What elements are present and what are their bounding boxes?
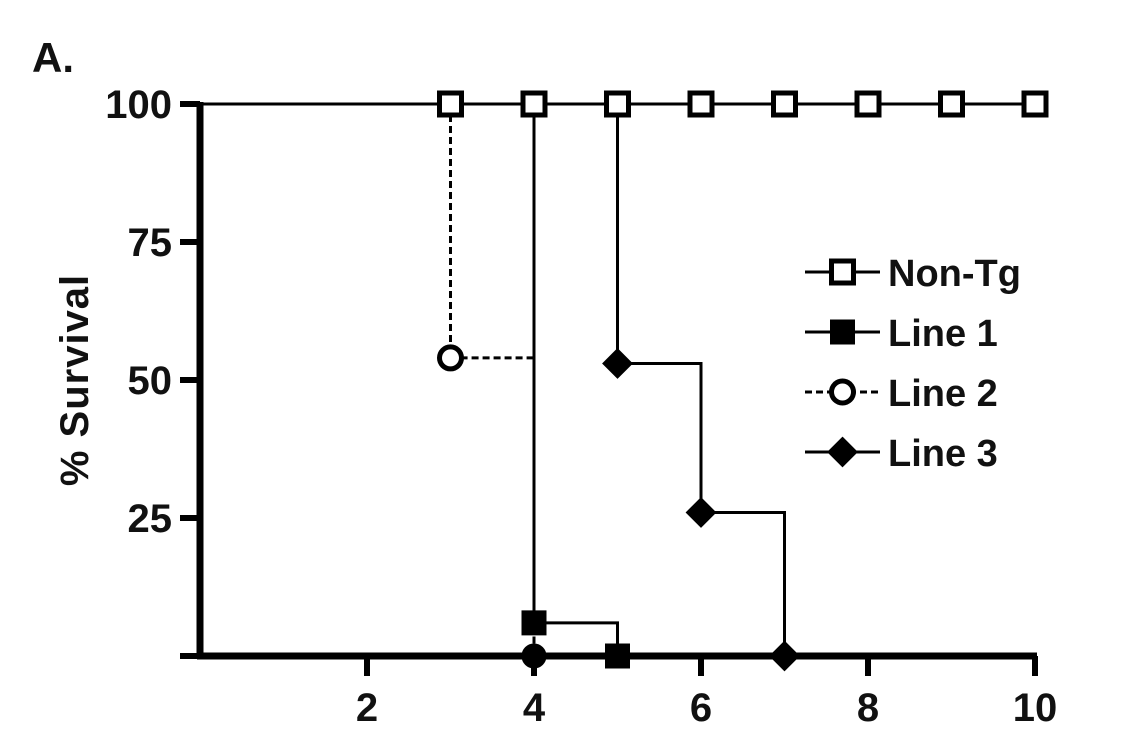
data-point-non-tg — [771, 90, 798, 118]
legend-label-non-tg: Non-Tg — [888, 253, 1021, 295]
y-tick-label: 25 — [128, 497, 173, 541]
x-tick-label: 6 — [690, 686, 712, 730]
data-point-non-tg — [437, 90, 464, 118]
data-point-non-tg — [604, 90, 631, 118]
data-point-non-tg — [854, 90, 882, 118]
panel-label: A. — [32, 34, 74, 81]
y-axis-title: % Survival — [53, 274, 97, 486]
legend-marker-line-2 — [829, 378, 856, 406]
data-point-line-3 — [685, 497, 717, 528]
legend-marker-line-1 — [830, 319, 855, 345]
data-point-line-2 — [437, 344, 464, 372]
data-point-non-tg — [520, 90, 548, 118]
data-point-line-1 — [605, 643, 630, 669]
series-line-line-3 — [616, 104, 786, 656]
data-point-non-tg — [687, 90, 715, 118]
legend-marker-line-3 — [827, 436, 858, 468]
data-point-non-tg — [1021, 90, 1049, 118]
y-tick-label: 50 — [128, 359, 173, 403]
series-layer — [200, 90, 1049, 672]
data-point-line-3 — [769, 640, 800, 672]
x-tick-label: 2 — [356, 686, 378, 730]
y-tick-label: 100 — [105, 83, 172, 127]
series-line-line-2 — [449, 104, 536, 656]
x-tick-label: 4 — [523, 686, 546, 730]
x-tick-label: 10 — [1013, 686, 1058, 730]
legend-label-line-3: Line 3 — [888, 433, 998, 475]
data-point-line-1 — [521, 610, 547, 636]
data-point-line-2 — [521, 643, 547, 669]
axes: 25 50 75 100 2 4 6 8 10 — [105, 83, 1057, 730]
data-point-non-tg — [938, 90, 965, 118]
legend-marker-non-tg — [829, 258, 856, 286]
y-tick-label: 75 — [128, 221, 173, 265]
legend-label-line-1: Line 1 — [888, 313, 998, 355]
x-tick-label: 8 — [857, 686, 879, 730]
data-point-line-3 — [602, 348, 633, 379]
series-line-line-1 — [532, 104, 619, 656]
legend-label-line-2: Line 2 — [888, 373, 998, 415]
